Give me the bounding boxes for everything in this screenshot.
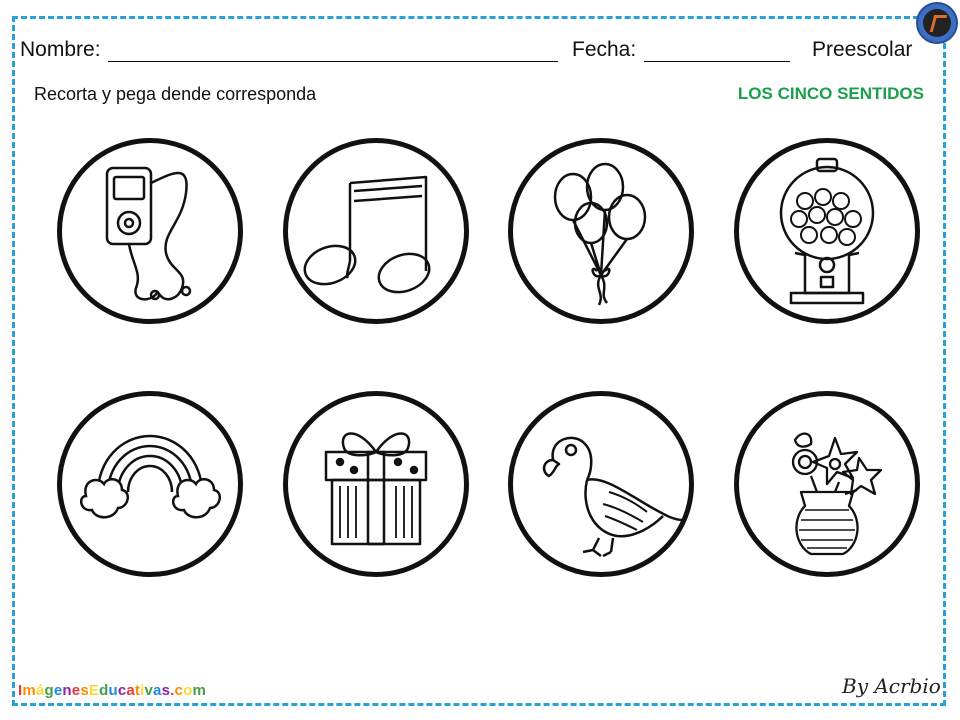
- card-gumball-machine[interactable]: [734, 138, 920, 324]
- music-note-icon: [303, 175, 431, 294]
- dashed-page-border: [12, 16, 946, 706]
- rainbow-icon: [79, 434, 222, 519]
- gift-box-icon: [324, 432, 428, 546]
- date-field[interactable]: [644, 38, 790, 62]
- parrot-icon: [542, 436, 684, 558]
- name-label: Nombre:: [20, 38, 101, 61]
- theme-title: LOS CINCO SENTIDOS: [737, 84, 924, 103]
- balloons-icon: [553, 162, 647, 306]
- card-mp3-player[interactable]: [57, 138, 243, 324]
- brand-logo-icon: [916, 2, 958, 44]
- website-brand: ImágenesEducativas.com: [18, 682, 206, 699]
- card-gift-box[interactable]: [283, 391, 469, 577]
- flower-vase-icon: [791, 432, 883, 556]
- instruction-text: Recorta y pega dende corresponda: [34, 84, 317, 104]
- level-label: Preescolar: [812, 38, 913, 61]
- card-music-note[interactable]: [283, 138, 469, 324]
- card-parrot[interactable]: [508, 391, 694, 577]
- name-field[interactable]: [108, 38, 558, 62]
- card-rainbow[interactable]: [57, 391, 243, 577]
- mp3-player-icon: [105, 166, 192, 301]
- author-signature: By Acrbio: [842, 674, 941, 698]
- website-text: ImágenesEducativas.com: [18, 682, 206, 699]
- gumball-machine-icon: [779, 157, 875, 305]
- date-label: Fecha:: [572, 38, 637, 61]
- card-flower-vase[interactable]: [734, 391, 920, 577]
- card-balloons[interactable]: [508, 138, 694, 324]
